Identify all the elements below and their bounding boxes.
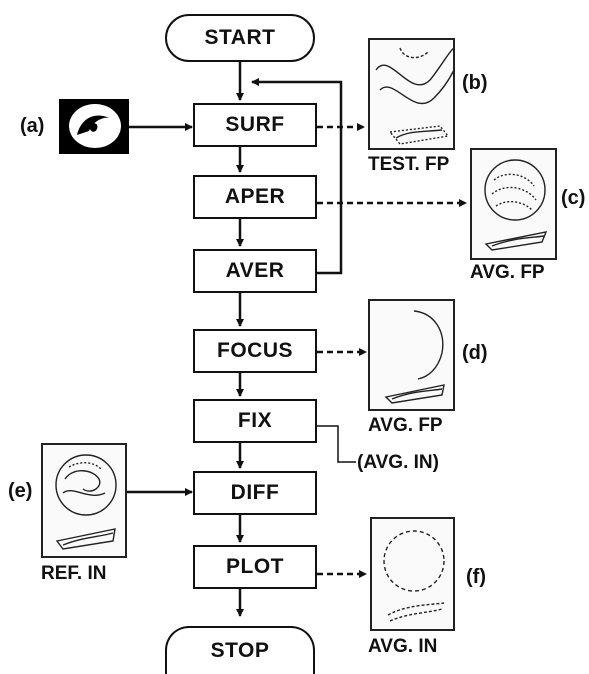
thumbnail-c (470, 148, 557, 260)
diff-process-box: DIFF (193, 471, 317, 515)
caption-c: AVG. FP (470, 262, 545, 284)
aper-process-box: APER (193, 175, 317, 219)
line-fix-output (317, 426, 356, 462)
fix-process-box: FIX (193, 399, 317, 443)
focused-fringe-image (370, 301, 455, 411)
averaged-fringe-image (472, 150, 557, 260)
caption-b: TEST. FP (368, 154, 449, 176)
caption-e: REF. IN (41, 563, 106, 585)
averaged-interferogram-image (372, 519, 455, 631)
fringe-pattern-image (370, 40, 455, 150)
label-d: (d) (462, 342, 488, 365)
input-image-a (59, 99, 129, 154)
thumbnail-b (368, 38, 455, 150)
reference-interferogram-image (43, 445, 127, 558)
label-f: (f) (466, 566, 486, 589)
label-c: (c) (561, 187, 585, 210)
fix-output-label: (AVG. IN) (357, 452, 439, 474)
start-terminal: START (165, 14, 315, 62)
label-b: (b) (462, 72, 488, 95)
caption-d: AVG. FP (368, 415, 443, 437)
thumbnail-d (368, 299, 455, 411)
plot-process-box: PLOT (193, 545, 317, 589)
thumbnail-f (370, 517, 455, 631)
focus-process-box: FOCUS (193, 329, 317, 373)
surf-process-box: SURF (193, 103, 317, 147)
label-e: (e) (8, 480, 32, 503)
stop-terminal: STOP (165, 626, 315, 674)
thumbnail-e (41, 443, 127, 558)
caption-f: AVG. IN (368, 636, 437, 658)
interferogram-image (59, 99, 129, 154)
label-a: (a) (20, 115, 44, 138)
aver-process-box: AVER (193, 249, 317, 293)
